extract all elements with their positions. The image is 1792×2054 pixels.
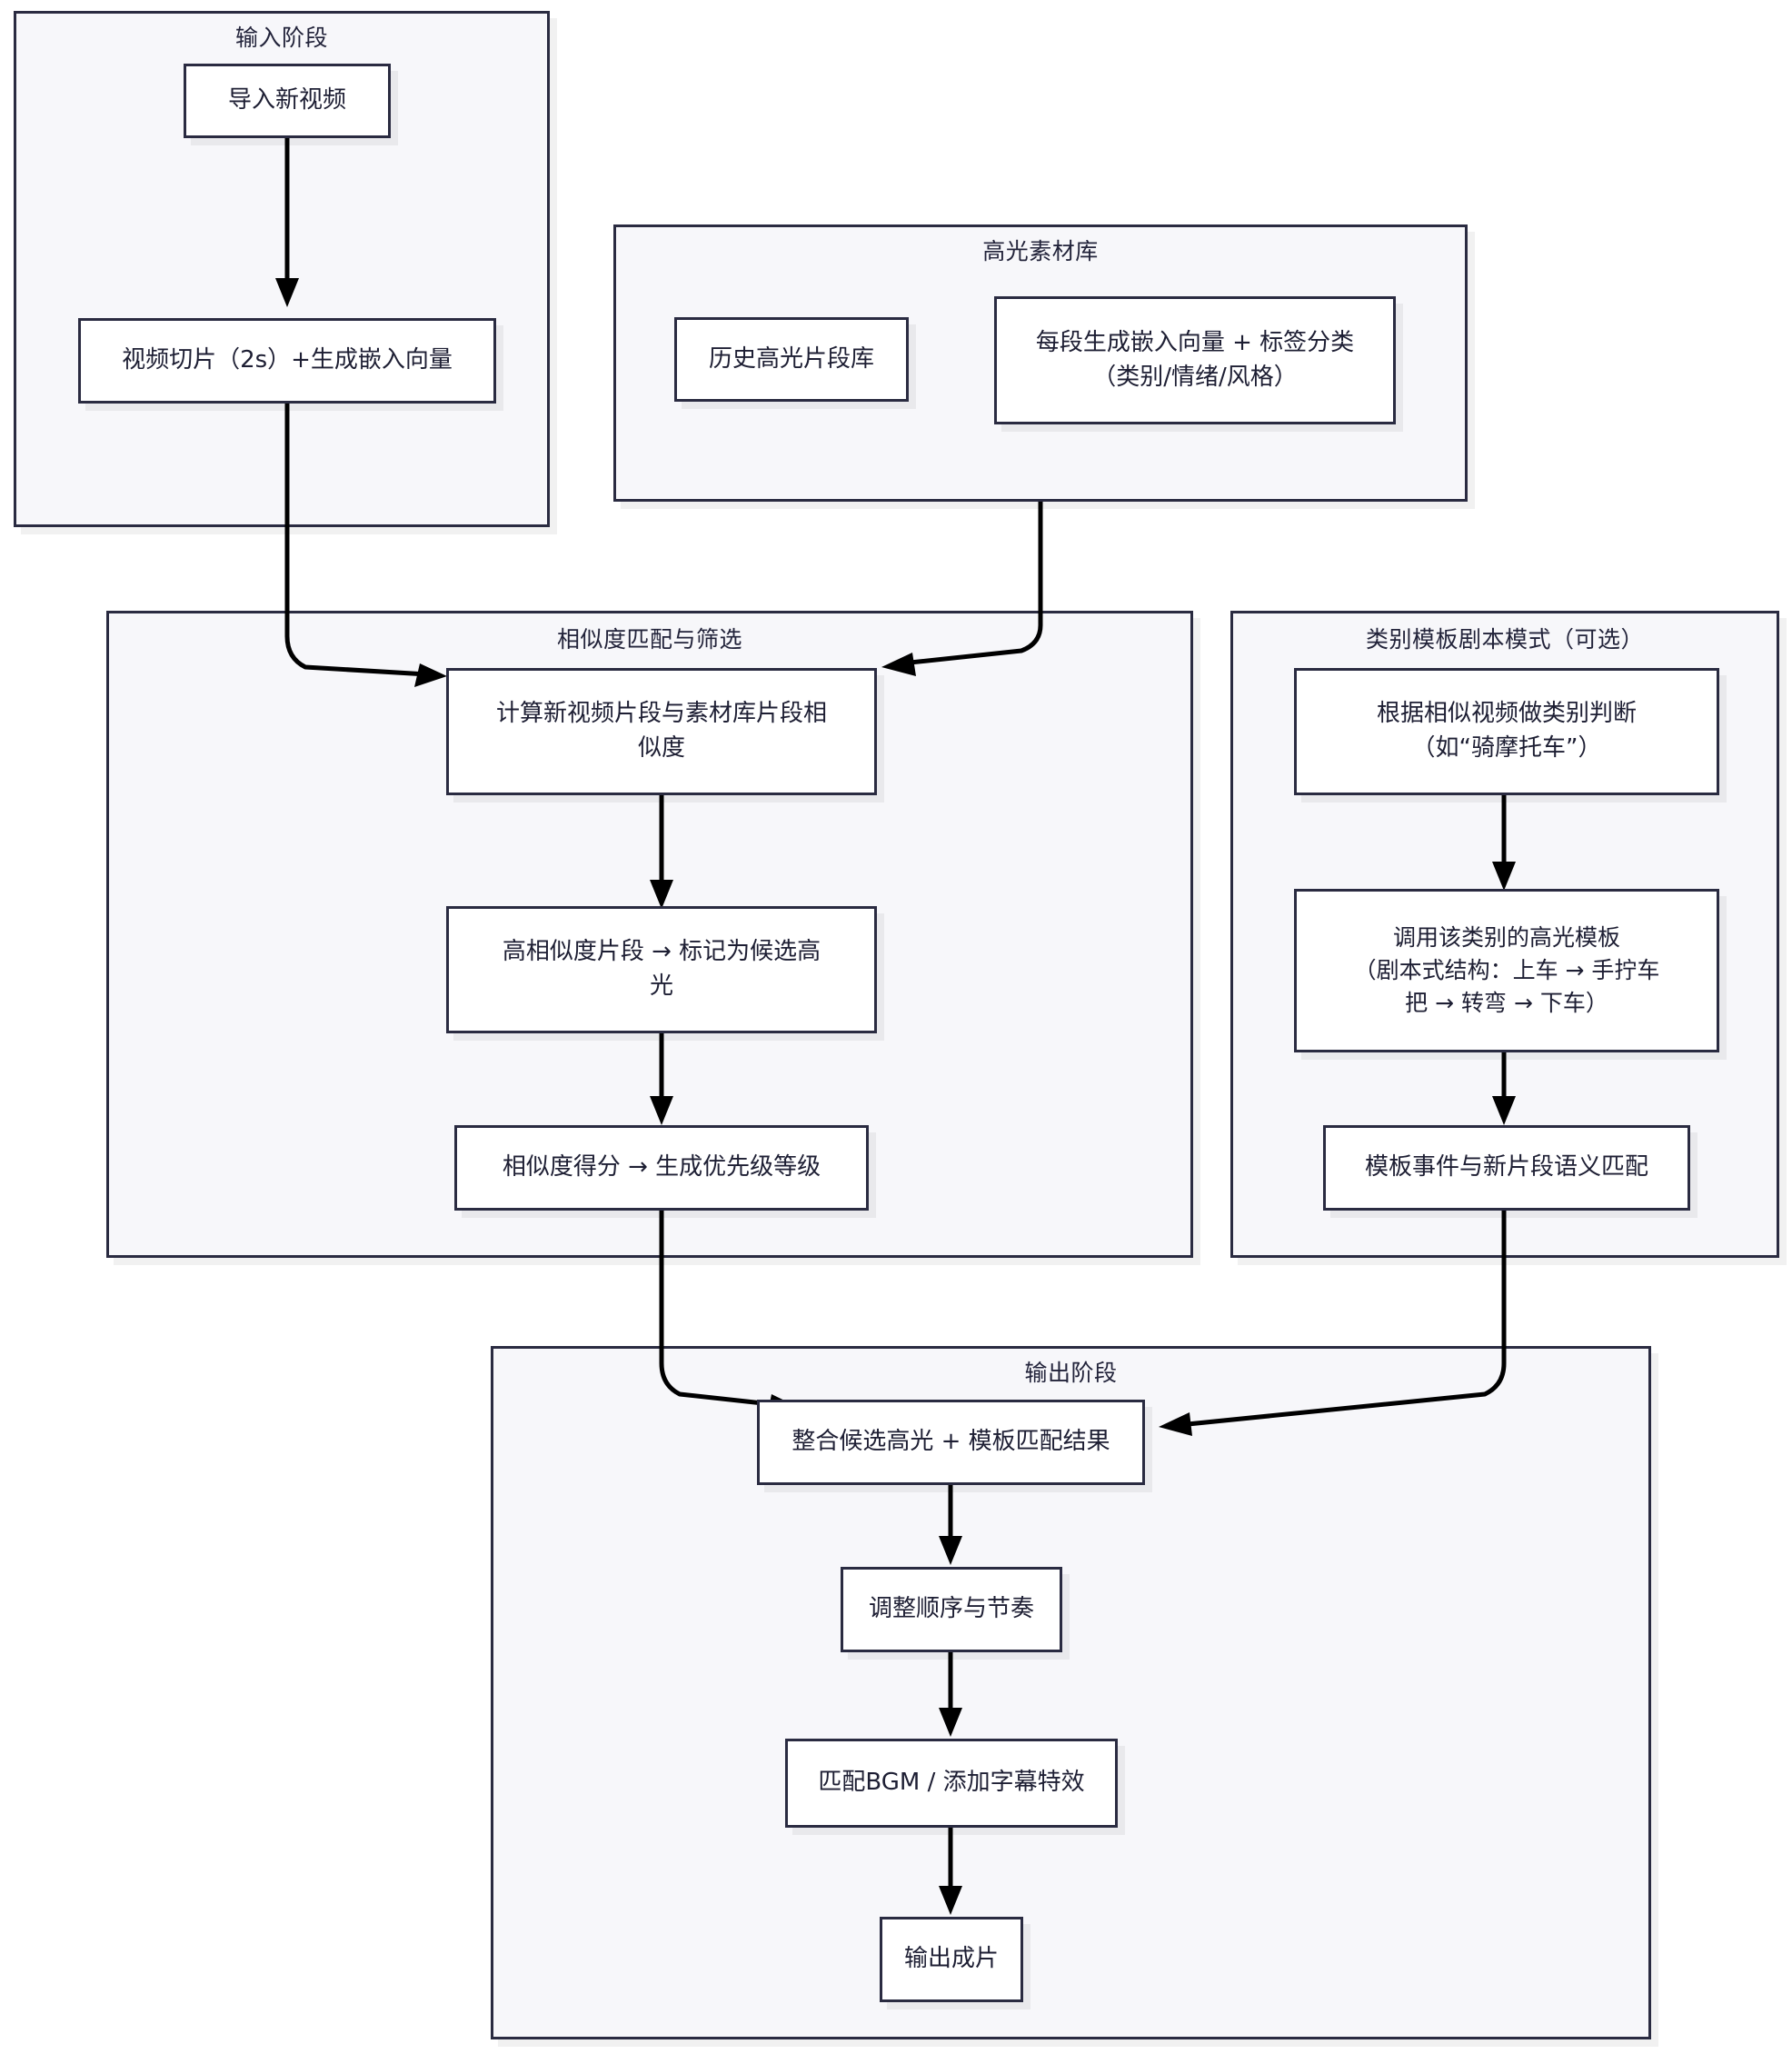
node-merge-results[interactable]: 整合候选高光 + 模板匹配结果 — [757, 1400, 1145, 1485]
node-match-bgm-subtitle[interactable]: 匹配BGM / 添加字幕特效 — [785, 1739, 1118, 1828]
cluster-category-template-title: 类别模板剧本模式（可选） — [1365, 626, 1644, 653]
node-adjust-order-rhythm[interactable]: 调整顺序与节奏 — [841, 1567, 1062, 1652]
cluster-output-stage-title: 输出阶段 — [1024, 1360, 1118, 1386]
cluster-similarity-matching-title: 相似度匹配与筛选 — [556, 626, 742, 653]
node-embed-and-tag[interactable]: 每段生成嵌入向量 + 标签分类 （类别/情绪/风格） — [994, 296, 1396, 424]
cluster-input-stage-title: 输入阶段 — [234, 25, 328, 51]
node-history-highlight-lib[interactable]: 历史高光片段库 — [674, 317, 909, 402]
node-template-event-match[interactable]: 模板事件与新片段语义匹配 — [1323, 1125, 1690, 1211]
node-compute-similarity[interactable]: 计算新视频片段与素材库片段相 似度 — [446, 668, 877, 795]
node-import-new-video[interactable]: 导入新视频 — [184, 64, 391, 138]
node-category-judge[interactable]: 根据相似视频做类别判断 （如“骑摩托车”） — [1294, 668, 1719, 795]
node-invoke-template[interactable]: 调用该类别的高光模板 （剧本式结构：上车 → 手拧车 把 → 转弯 → 下车） — [1294, 889, 1719, 1052]
node-slice-and-embed[interactable]: 视频切片（2s）+生成嵌入向量 — [78, 318, 496, 404]
cluster-highlight-library-title: 高光素材库 — [982, 238, 1099, 264]
node-output-final[interactable]: 输出成片 — [880, 1917, 1023, 2002]
node-priority-rank[interactable]: 相似度得分 → 生成优先级等级 — [454, 1125, 869, 1211]
node-mark-candidate[interactable]: 高相似度片段 → 标记为候选高 光 — [446, 906, 877, 1033]
